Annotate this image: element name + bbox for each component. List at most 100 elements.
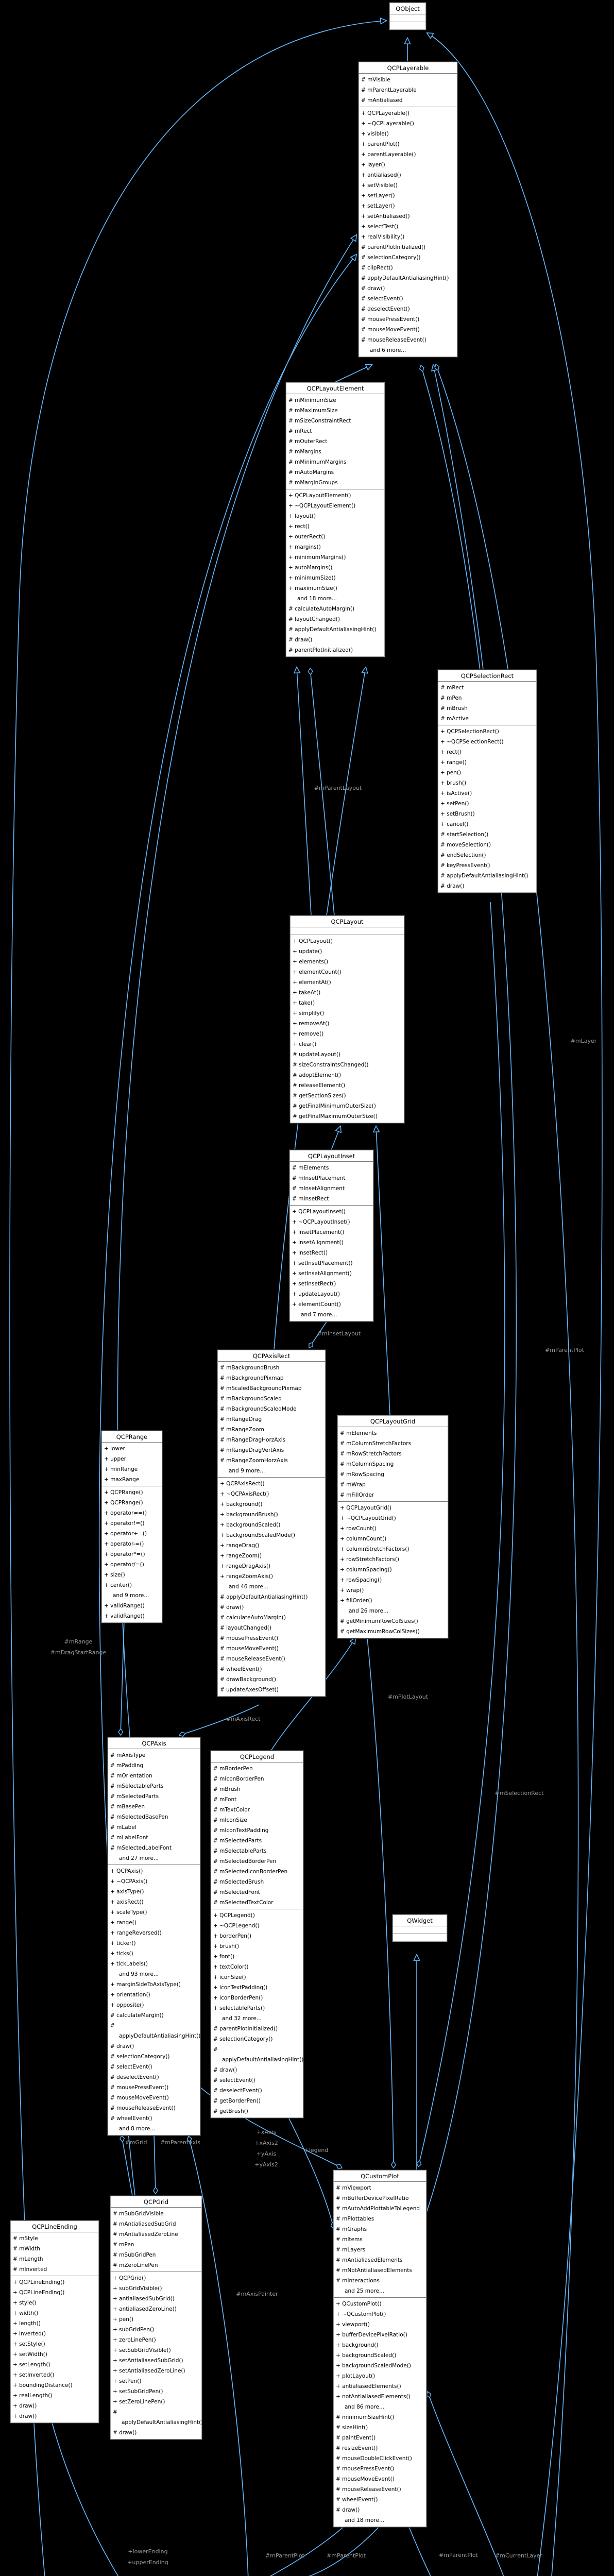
member-row: # getBrush() [213, 2108, 248, 2114]
association-edge [308, 667, 335, 916]
member-row: # mouseMoveEvent() [110, 2095, 169, 2101]
methods-compartment: + QCPSelectionRect()+ ~QCPSelectionRect(… [438, 725, 536, 892]
member-row: + rowSpacing() [340, 1577, 382, 1583]
methods-compartment: + QCPLayout()+ update()+ elements()+ ele… [291, 935, 404, 1123]
member-row: # getFinalMinimumOuterSize() [293, 1103, 376, 1109]
class-title: QCustomPlot [334, 2171, 426, 2182]
member-row: + QCPLineEnding() [13, 2290, 65, 2296]
class-box-qobject[interactable]: QObject [389, 3, 426, 30]
member-row: + setSubGridPen() [113, 2388, 163, 2395]
member-row: # mBrush [440, 705, 468, 711]
class-box-qcplayoutgrid[interactable]: QCPLayoutGrid# mElements# mColumnStretch… [337, 1415, 448, 1638]
member-row: # mBufferDevicePixelRatio [336, 2195, 409, 2201]
member-row: # mWrap [340, 1482, 366, 1488]
member-row: # parentPlotInitialized() [361, 244, 426, 250]
member-row: # mColumnStretchFactors [340, 1440, 412, 1447]
member-row: # startSelection() [440, 832, 489, 838]
member-row: + rect() [440, 749, 462, 755]
association-edge [186, 2135, 249, 2576]
class-box-qcplineending[interactable]: QCPLineEnding# mStyle# mWidth# mLength# … [10, 2221, 99, 2423]
member-row: + operator+=() [104, 1531, 147, 1537]
member-row: # mRangeDragHorzAxis [220, 1437, 286, 1443]
member-row: + rangeDrag() [220, 1543, 260, 1549]
class-box-qcplayoutinset[interactable]: QCPLayoutInset# mElements# mInsetPlaceme… [289, 1150, 373, 1321]
member-row: # calculateAutoMargin() [288, 606, 355, 612]
member-row: and 18 more... [297, 596, 337, 602]
member-row: + setAntialiased() [361, 213, 410, 219]
member-row: # mSelectedFont [213, 1889, 260, 1895]
methods-compartment: + QCPAxisRect()+ ~QCPAxisRect()+ backgro… [218, 1478, 325, 1696]
member-row: # mSelectableParts [213, 1848, 267, 1854]
edge-label: #mParentLayout [314, 785, 362, 791]
member-row: # mElements [292, 1165, 329, 1171]
member-row: # mSizeConstraintRect [288, 418, 351, 424]
methods-compartment [393, 1934, 447, 1941]
class-box-qcustomplot[interactable]: QCustomPlot# mViewport# mBufferDevicePix… [333, 2170, 427, 2527]
member-row: + ~QCPAxisRect() [220, 1491, 269, 1497]
class-box-qcplayout[interactable]: QCPLayout+ QCPLayout()+ update()+ elemen… [290, 916, 404, 1123]
member-row: + setVisible() [361, 182, 398, 189]
member-row: + brush() [440, 780, 467, 786]
member-row: + subGridVisible() [113, 2285, 162, 2292]
member-row: + setInsetRect() [292, 1281, 336, 1287]
member-row: + selectableParts() [213, 2005, 265, 2011]
member-row: + operator*=() [104, 1551, 145, 1557]
member-row: + draw() [13, 2403, 37, 2409]
member-row: # mBackgroundPixmap [220, 1375, 284, 1381]
member-row: + ~QCustomPlot() [336, 2311, 386, 2317]
member-row: # mColumnSpacing [340, 1461, 394, 1467]
member-row: + pen() [113, 2316, 134, 2323]
class-box-qcpaxisrect[interactable]: QCPAxisRect # mBackgroundBrush # mBackgrou… [217, 1350, 326, 1697]
class-box-qcpselectionrect[interactable]: QCPSelectionRect# mRect# mPen# mBrush# m… [438, 670, 537, 893]
methods-compartment: + QCPRange()+ QCPRange()+ operator==()+ … [102, 1486, 162, 1622]
class-box-qcprange[interactable]: QCPRange+ lower+ upper+ minRange+ maxRan… [101, 1431, 162, 1623]
member-row: # mPen [113, 2242, 134, 2248]
member-row: + layer() [361, 162, 385, 168]
member-row: + ticks() [110, 1951, 133, 1957]
member-row: + setLayer() [361, 203, 395, 209]
member-row: # selectionCategory() [361, 255, 421, 261]
attrs-compartment: # mSubGridVisible# mAntialiasedSubGrid# … [111, 2208, 201, 2272]
member-row: + selectTest() [361, 224, 399, 230]
member-row: # drawBackground() [220, 1676, 276, 1683]
member-row: # mMargins [288, 449, 321, 455]
edge-label: +lowerEnding +upperEnding [127, 2548, 168, 2566]
member-row: + insetPlacement() [292, 1229, 345, 1235]
class-box-qcpgrid[interactable]: QCPGrid# mSubGridVisible# mAntialiasedSu… [110, 2196, 203, 2439]
member-row: # draw() [113, 2430, 137, 2436]
attrs-compartment: # mElements# mInsetPlacement# mInsetAlig… [290, 1162, 373, 1206]
class-box-qcplegend[interactable]: QCPLegend# mBorderPen# mIconBorderPen# m… [211, 1751, 303, 2118]
member-row: + ticker() [110, 1940, 136, 1946]
member-row: # mBackgroundScaled [220, 1396, 282, 1402]
class-title: QCPAxisRect [218, 1350, 325, 1362]
member-row: # mPadding [110, 1762, 144, 1769]
class-box-qcpaxis[interactable]: QCPAxis# mAxisType# mPadding# mOrientati… [108, 1737, 200, 2136]
member-row: + iconTextPadding() [213, 1985, 268, 1991]
member-row: # applyDefaultAntialiasingHint() [361, 275, 449, 281]
member-row: # resizeEvent() [336, 2445, 378, 2451]
member-row: # mSelectedParts [213, 1838, 262, 1844]
member-row: # mIconSize [213, 1817, 247, 1823]
member-row: # mouseReleaseEvent() [336, 2486, 401, 2493]
edge-label: #mParentAxis [160, 2139, 200, 2146]
class-box-qwidget[interactable]: QWidget [393, 1914, 447, 1942]
association-edge [309, 2524, 382, 2576]
member-row: # mLength [13, 2256, 43, 2262]
member-row: # mouseDoubleClickEvent() [336, 2455, 412, 2462]
member-row: # mBackgroundBrush [220, 1365, 280, 1371]
member-row: # mInverted [13, 2266, 47, 2273]
member-row: # mAntialiasedElements [336, 2257, 403, 2263]
member-row: # mouseReleaseEvent() [361, 337, 427, 343]
class-box-qcplayerable[interactable]: QCPLayerable# mVisible# mParentLayerable… [359, 62, 457, 357]
member-row: + backgroundScaled() [336, 2352, 397, 2359]
edge-label: #mCurrentLayer [495, 2552, 542, 2559]
member-row: # mSelectedParts [110, 1793, 159, 1800]
member-row: # mousePressEvent() [110, 2084, 169, 2091]
member-row: and 6 more... [370, 347, 406, 353]
member-row: + ~QCPAxis() [110, 1878, 148, 1885]
class-box-qcplayoutelement[interactable]: QCPLayoutElement# mMinimumSize# mMaximum… [286, 382, 385, 657]
attrs-compartment: # mViewport# mBufferDevicePixelRatio# mA… [334, 2182, 426, 2298]
member-row: + antialiasedSubGrid() [113, 2296, 175, 2302]
member-row: # getMaximumRowColSizes() [340, 1629, 420, 1635]
member-row: and 9 more... [113, 1592, 149, 1599]
